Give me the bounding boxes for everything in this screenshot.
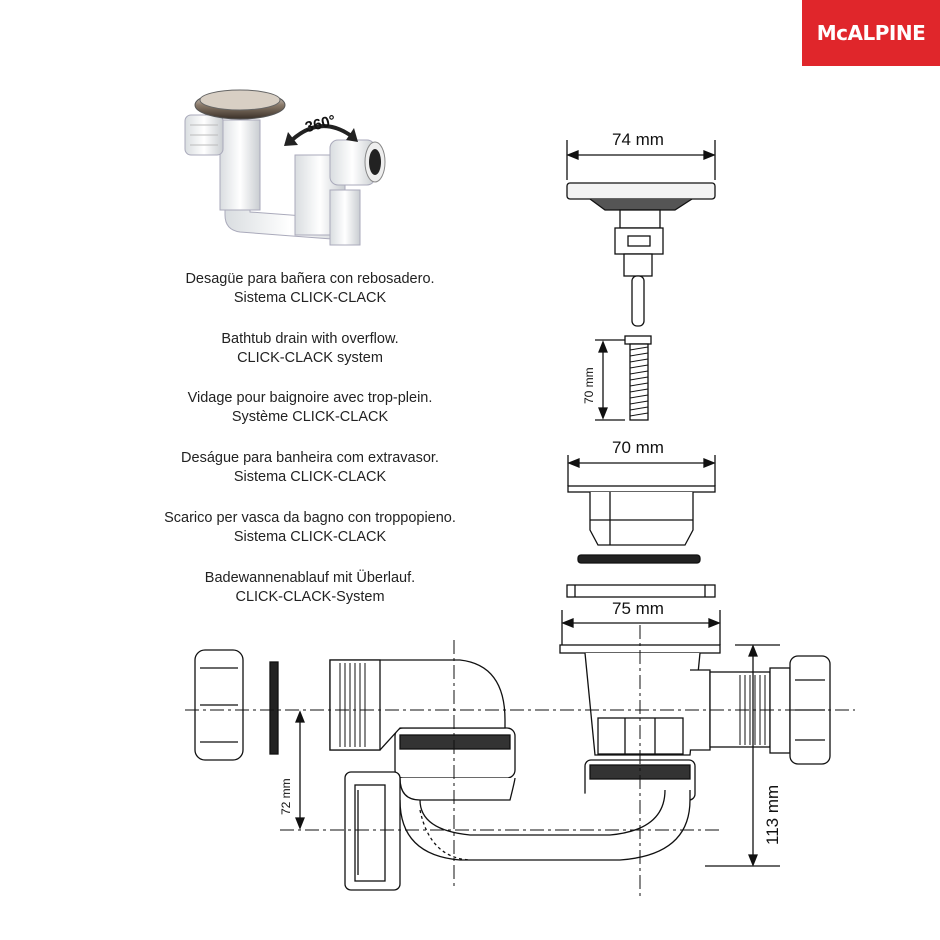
body-dimension bbox=[567, 455, 716, 486]
click-clack-cap bbox=[566, 182, 716, 327]
right-height-dimension bbox=[705, 644, 780, 867]
logo-text: McALPINE bbox=[816, 21, 926, 45]
flange-width-label: 75 mm bbox=[612, 599, 664, 618]
flange-dimension bbox=[561, 610, 721, 645]
mcalpine-logo: McALPINE bbox=[802, 0, 940, 66]
cap-width-label: 74 mm bbox=[612, 130, 664, 149]
description-line: CLICK-CLACK-System bbox=[235, 589, 385, 605]
screw bbox=[595, 335, 652, 421]
description-line: Bathtub drain with overflow. bbox=[221, 331, 399, 347]
screw-length-label: 70 mm bbox=[582, 367, 596, 404]
description-es: Desagüe para bañera con rebosadero. Sist… bbox=[140, 270, 480, 308]
drain-assembly bbox=[194, 644, 831, 891]
description-line: Deságue para banheira com extravasor. bbox=[181, 450, 439, 466]
gasket-flange bbox=[566, 584, 716, 598]
description-pt: Deságue para banheira com extravasor. Si… bbox=[140, 449, 480, 487]
description-de: Badewannenablauf mit Überlauf. CLICK-CLA… bbox=[140, 569, 480, 607]
description-it: Scarico per vasca da bagno con troppopie… bbox=[140, 509, 480, 547]
left-height-label: 72 mm bbox=[279, 778, 293, 815]
description-fr: Vidage pour baignoire avec trop-plein. S… bbox=[140, 389, 480, 427]
description-line: Badewannenablauf mit Überlauf. bbox=[204, 570, 416, 586]
right-height-label: 113 mm bbox=[763, 785, 782, 845]
drain-body bbox=[567, 485, 716, 546]
description-line: Sistema CLICK-CLACK bbox=[233, 290, 387, 306]
left-height-dimension bbox=[295, 710, 305, 830]
description-line: Vidage pour baignoire avec trop-plein. bbox=[187, 390, 433, 406]
gasket-black bbox=[577, 554, 701, 564]
description-line: Desagüe para bañera con rebosadero. bbox=[185, 271, 435, 287]
description-line: CLICK-CLACK system bbox=[237, 350, 383, 366]
description-en: Bathtub drain with overflow. CLICK-CLACK… bbox=[140, 330, 480, 368]
description-line: Sistema CLICK-CLACK bbox=[233, 529, 387, 545]
body-width-label: 70 mm bbox=[612, 438, 664, 457]
product-photo: 360° bbox=[184, 89, 386, 246]
centre-lines bbox=[185, 625, 855, 900]
description-line: Système CLICK-CLACK bbox=[231, 409, 389, 425]
description-line: Sistema CLICK-CLACK bbox=[233, 469, 387, 485]
cap-dimension bbox=[566, 140, 716, 180]
description-line: Scarico per vasca da bagno con troppopie… bbox=[164, 510, 456, 526]
